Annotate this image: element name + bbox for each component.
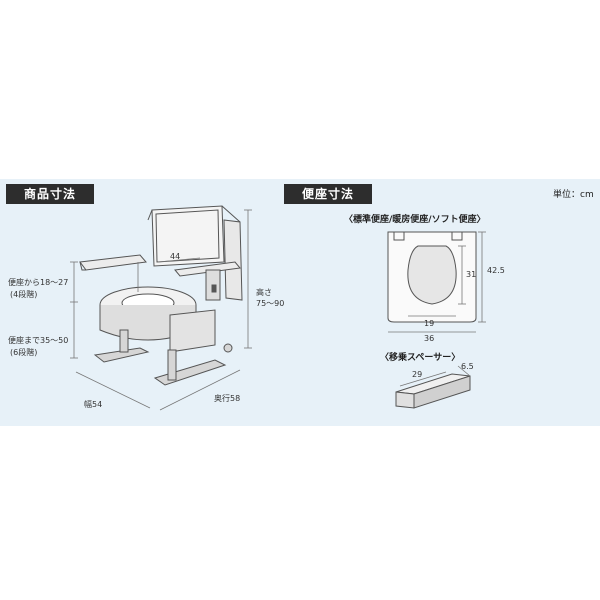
spacer-length-label: 29	[412, 370, 423, 379]
seat-dimensions-header: 便座寸法	[284, 184, 372, 204]
spacer-label: 〈移乗スペーサー〉	[380, 353, 461, 363]
chair-backrest	[147, 205, 243, 301]
outer-width-label: 36	[424, 334, 435, 343]
inner-width-label: 19	[424, 319, 435, 328]
chair-armrests	[79, 254, 241, 301]
spacer-height-label: 6.5	[461, 362, 474, 371]
armrest-height-label: 便座から18～27	[8, 278, 69, 287]
height-label: 高さ	[256, 288, 272, 297]
depth-label: 奥行58	[214, 394, 241, 403]
product-dimensions-header: 商品寸法	[6, 184, 94, 204]
chair-side-box	[169, 309, 216, 353]
seat-opening	[407, 245, 457, 305]
spacer-drawing	[395, 373, 471, 409]
chair-seat	[99, 286, 197, 341]
seat-height-label: 便座まで35～50	[8, 336, 69, 345]
seat-types-label: 〈標準便座/暖房便座/ソフト便座〉	[344, 215, 486, 225]
chair-base	[93, 329, 233, 386]
unit-label: 単位：cm	[553, 190, 594, 200]
back-width-label: 44	[170, 252, 181, 261]
seat-steps-label: (6段階)	[10, 348, 38, 357]
outer-length-label: 42.5	[487, 266, 505, 275]
armrest-steps-label: (4段階)	[10, 290, 38, 299]
height-range-label: 75～90	[256, 299, 285, 308]
inner-length-label: 31	[466, 270, 477, 279]
width-label: 幅54	[84, 400, 103, 409]
